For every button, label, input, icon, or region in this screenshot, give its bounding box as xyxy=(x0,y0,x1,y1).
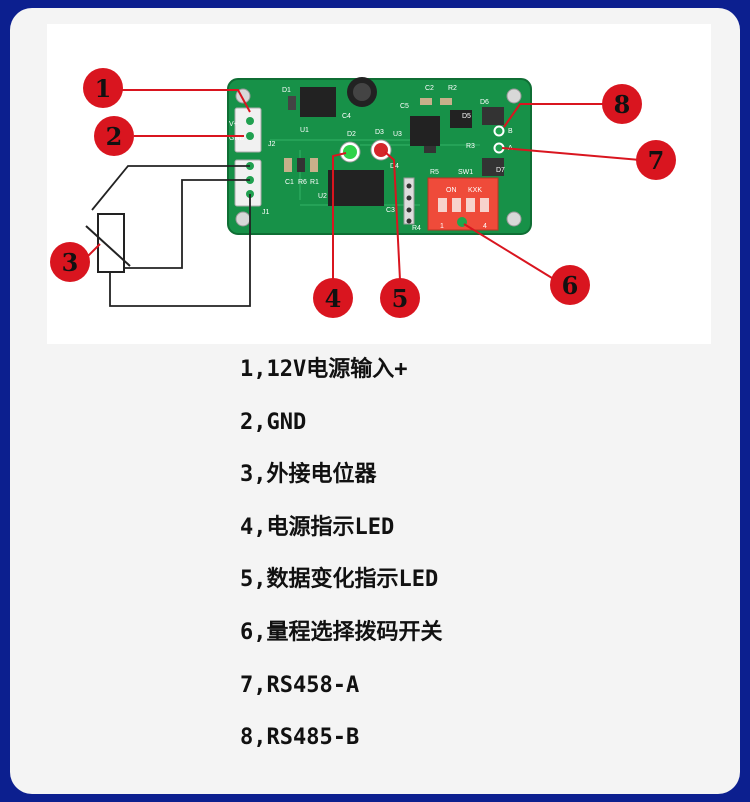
label-j1: J1 xyxy=(262,209,270,216)
legend-item-1: 1,12V电源输入+ xyxy=(240,357,408,382)
label-r3: R3 xyxy=(466,143,475,150)
label-sw1: SW1 xyxy=(458,169,473,176)
callout-5: 5 xyxy=(380,278,420,318)
callout-1-number: 1 xyxy=(95,74,112,103)
callout-5-number: 5 xyxy=(392,284,409,313)
callout-lines xyxy=(85,89,641,282)
legend-item-4: 4,电源指示LED xyxy=(240,514,395,540)
callout-2-number: 2 xyxy=(106,122,123,151)
callout-3: 3 xyxy=(50,242,90,282)
label-u1: U1 xyxy=(300,127,309,134)
callout-6-number: 6 xyxy=(562,271,579,300)
label-r6: R6 xyxy=(298,179,307,186)
callout-8: 8 xyxy=(602,84,642,124)
label-vplus: V+ xyxy=(229,121,238,128)
label-c3: C3 xyxy=(386,207,395,214)
legend-item-3: 3,外接电位器 xyxy=(240,462,377,488)
label-d5: D5 xyxy=(462,113,471,120)
pcb-board xyxy=(227,77,532,235)
callout-3-number: 3 xyxy=(62,248,79,277)
callout-7-number: 7 xyxy=(648,146,665,175)
callout-legend: 1,12V电源输入+ 2,GND 3,外接电位器 4,电源指示LED 5,数据变… xyxy=(240,352,443,773)
label-d1: D1 xyxy=(282,87,291,94)
callout-4-number: 4 xyxy=(325,284,342,313)
label-d6: D6 xyxy=(480,99,489,106)
label-r2: R2 xyxy=(448,85,457,92)
component-labels: V+ GND C2 R2 D6 D2 D3 U3 D5 R3 J2 C1 R6 … xyxy=(229,85,513,232)
label-r1: R1 xyxy=(310,179,319,186)
label-r4: R4 xyxy=(412,225,421,232)
label-switch-4: 4 xyxy=(483,223,487,230)
legend-item-7: 7,RS458-A xyxy=(240,672,360,698)
potentiometer-symbol xyxy=(85,213,131,273)
callout-1: 1 xyxy=(83,68,123,108)
label-j2: J2 xyxy=(268,141,276,148)
label-d7: D7 xyxy=(496,167,505,174)
legend-item-8: 8,RS485-B xyxy=(240,725,360,751)
label-c5: C5 xyxy=(400,103,409,110)
label-on: ON xyxy=(446,187,457,194)
callout-4: 4 xyxy=(313,278,353,318)
legend-item-2: 2,GND xyxy=(240,409,307,435)
callout-8-number: 8 xyxy=(614,90,631,119)
callout-6: 6 xyxy=(550,265,590,305)
legend-item-5: 5,数据变化指示LED xyxy=(240,567,439,593)
label-u3: U3 xyxy=(393,131,402,138)
label-gnd: GND xyxy=(229,135,245,142)
label-terminal-b: B xyxy=(508,128,513,135)
label-d2: D2 xyxy=(347,131,356,138)
label-c4: C4 xyxy=(342,113,351,120)
legend-item-6: 6,量程选择拨码开关 xyxy=(240,619,443,645)
label-d3: D3 xyxy=(375,129,384,136)
label-c2: C2 xyxy=(425,85,434,92)
label-kxk: KXK xyxy=(468,187,482,194)
label-switch-1: 1 xyxy=(440,223,444,230)
potentiometer-wiring xyxy=(91,165,251,307)
callout-7: 7 xyxy=(636,140,676,180)
callout-2: 2 xyxy=(94,116,134,156)
label-r5: R5 xyxy=(430,169,439,176)
label-u2: U2 xyxy=(318,193,327,200)
label-c1: C1 xyxy=(285,179,294,186)
